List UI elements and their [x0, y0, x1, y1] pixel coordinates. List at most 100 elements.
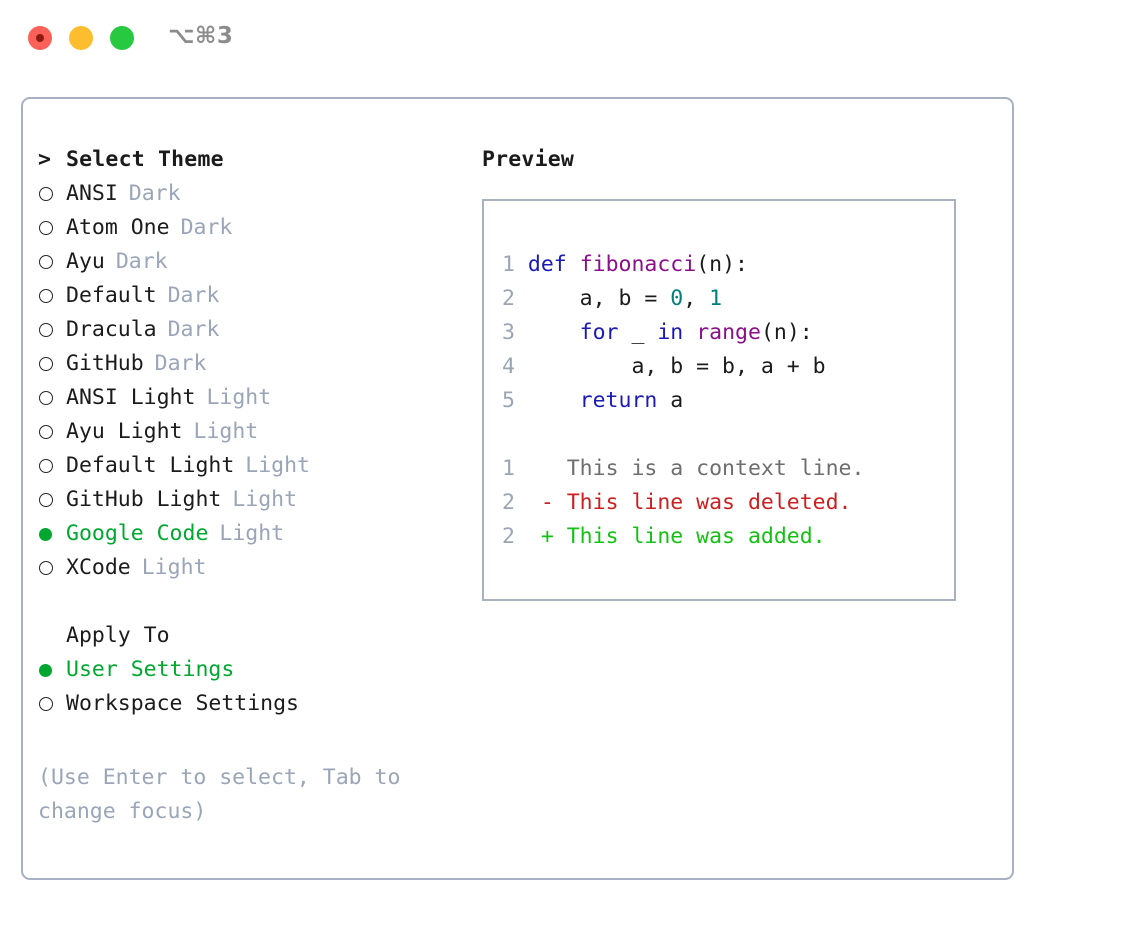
radio-unselected-icon — [39, 289, 53, 303]
theme-item[interactable]: GitHub Dark — [38, 347, 498, 381]
code-token: for — [579, 320, 619, 345]
theme-label: Ayu — [66, 249, 105, 274]
focus-caret-icon: > — [38, 147, 51, 172]
code-token: (n): — [760, 320, 813, 345]
theme-label: XCode — [66, 555, 131, 580]
code-token: , — [683, 286, 710, 311]
radio-unselected-icon — [39, 323, 53, 337]
line-number: 3 — [502, 320, 528, 345]
theme-radio — [38, 313, 66, 347]
radio-unselected-icon — [39, 357, 53, 371]
line-number: 5 — [502, 388, 528, 413]
code-token: def — [527, 252, 567, 277]
diff-text: - This line was deleted. — [540, 490, 852, 515]
theme-label: ANSI Light — [66, 385, 196, 410]
theme-item[interactable]: Google Code Light — [38, 517, 498, 551]
theme-item[interactable]: GitHub Light Light — [38, 483, 498, 517]
theme-item[interactable]: ANSI Dark — [38, 177, 498, 211]
theme-tag: Dark — [154, 351, 207, 376]
preview-title: Preview — [482, 147, 575, 172]
theme-radio — [38, 551, 66, 585]
theme-radio — [38, 449, 66, 483]
radio-unselected-icon — [39, 697, 53, 711]
code-line: 1 def fibonacci(n): — [502, 248, 826, 282]
code-token: (n): — [696, 252, 748, 277]
section-spacer — [38, 585, 498, 619]
code-line: 4 a, b = b, a + b — [502, 350, 826, 384]
radio-unselected-icon — [39, 255, 53, 269]
line-number: 2 — [502, 524, 541, 549]
line-number: 4 — [502, 354, 528, 379]
theme-tag: Light — [141, 555, 207, 580]
diff-line: 1 This is a context line. — [502, 452, 864, 486]
theme-label: Default Light — [66, 453, 235, 478]
code-token — [528, 320, 580, 345]
title-bar: ⌥⌘3 — [0, 0, 1140, 78]
help-text: (Use Enter to select, Tab to change focu… — [38, 765, 401, 824]
apply-to-label: Workspace Settings — [66, 691, 299, 716]
theme-tag: Dark — [128, 181, 181, 206]
theme-item[interactable]: Ayu Dark — [38, 245, 498, 279]
line-number: 2 — [502, 286, 528, 311]
theme-tag: Dark — [180, 215, 233, 240]
theme-item[interactable]: Default Light Light — [38, 449, 498, 483]
apply-to-radio — [38, 653, 66, 687]
theme-tag: Light — [232, 487, 298, 512]
theme-tag: Light — [219, 521, 285, 546]
code-token: a, b = b, a + b — [527, 354, 826, 379]
code-token — [567, 252, 580, 277]
theme-tag: Light — [245, 453, 311, 478]
diff-sample: 1 This is a context line. 2 - This line w… — [502, 452, 864, 554]
code-token: fibonacci — [579, 252, 697, 277]
diff-text: + This line was added. — [540, 524, 826, 549]
radio-unselected-icon — [39, 221, 53, 235]
theme-tag: Dark — [115, 249, 168, 274]
theme-radio — [38, 415, 66, 449]
theme-label: Dracula — [66, 317, 157, 342]
theme-label: GitHub — [66, 351, 144, 376]
radio-unselected-icon — [39, 561, 53, 575]
apply-to-title: Apply To — [66, 623, 170, 648]
apply-to-item[interactable]: User Settings — [38, 653, 498, 687]
theme-tag: Light — [206, 385, 272, 410]
theme-label: GitHub Light — [66, 487, 222, 512]
theme-picker-header: > Select Theme — [38, 143, 498, 177]
maximize-window-button[interactable] — [110, 26, 134, 50]
close-window-button[interactable] — [28, 26, 52, 50]
radio-unselected-icon — [39, 459, 53, 473]
code-token: return — [579, 388, 658, 413]
theme-label: ANSI — [66, 181, 118, 206]
code-token: a, b = — [527, 286, 671, 311]
line-number: 1 — [502, 456, 541, 481]
line-number: 2 — [502, 490, 541, 515]
theme-item[interactable]: XCode Light — [38, 551, 498, 585]
theme-tag: Dark — [167, 283, 220, 308]
code-token: in — [657, 320, 684, 345]
apply-to-label: User Settings — [66, 657, 235, 682]
minimize-window-button[interactable] — [69, 26, 93, 50]
code-line: 2 a, b = 0, 1 — [502, 282, 826, 316]
radio-selected-icon — [39, 663, 52, 677]
theme-item[interactable]: ANSI Light Light — [38, 381, 498, 415]
theme-radio — [38, 211, 66, 245]
code-token — [528, 388, 580, 413]
theme-radio — [38, 279, 66, 313]
theme-label: Ayu Light — [66, 419, 183, 444]
code-token: 0 — [670, 286, 684, 311]
radio-unselected-icon — [39, 425, 53, 439]
apply-to-item[interactable]: Workspace Settings — [38, 687, 498, 721]
theme-label: Google Code — [66, 521, 209, 546]
theme-radio — [38, 245, 66, 279]
radio-unselected-icon — [39, 187, 53, 201]
code-token: _ — [618, 320, 658, 345]
code-token — [683, 320, 696, 345]
